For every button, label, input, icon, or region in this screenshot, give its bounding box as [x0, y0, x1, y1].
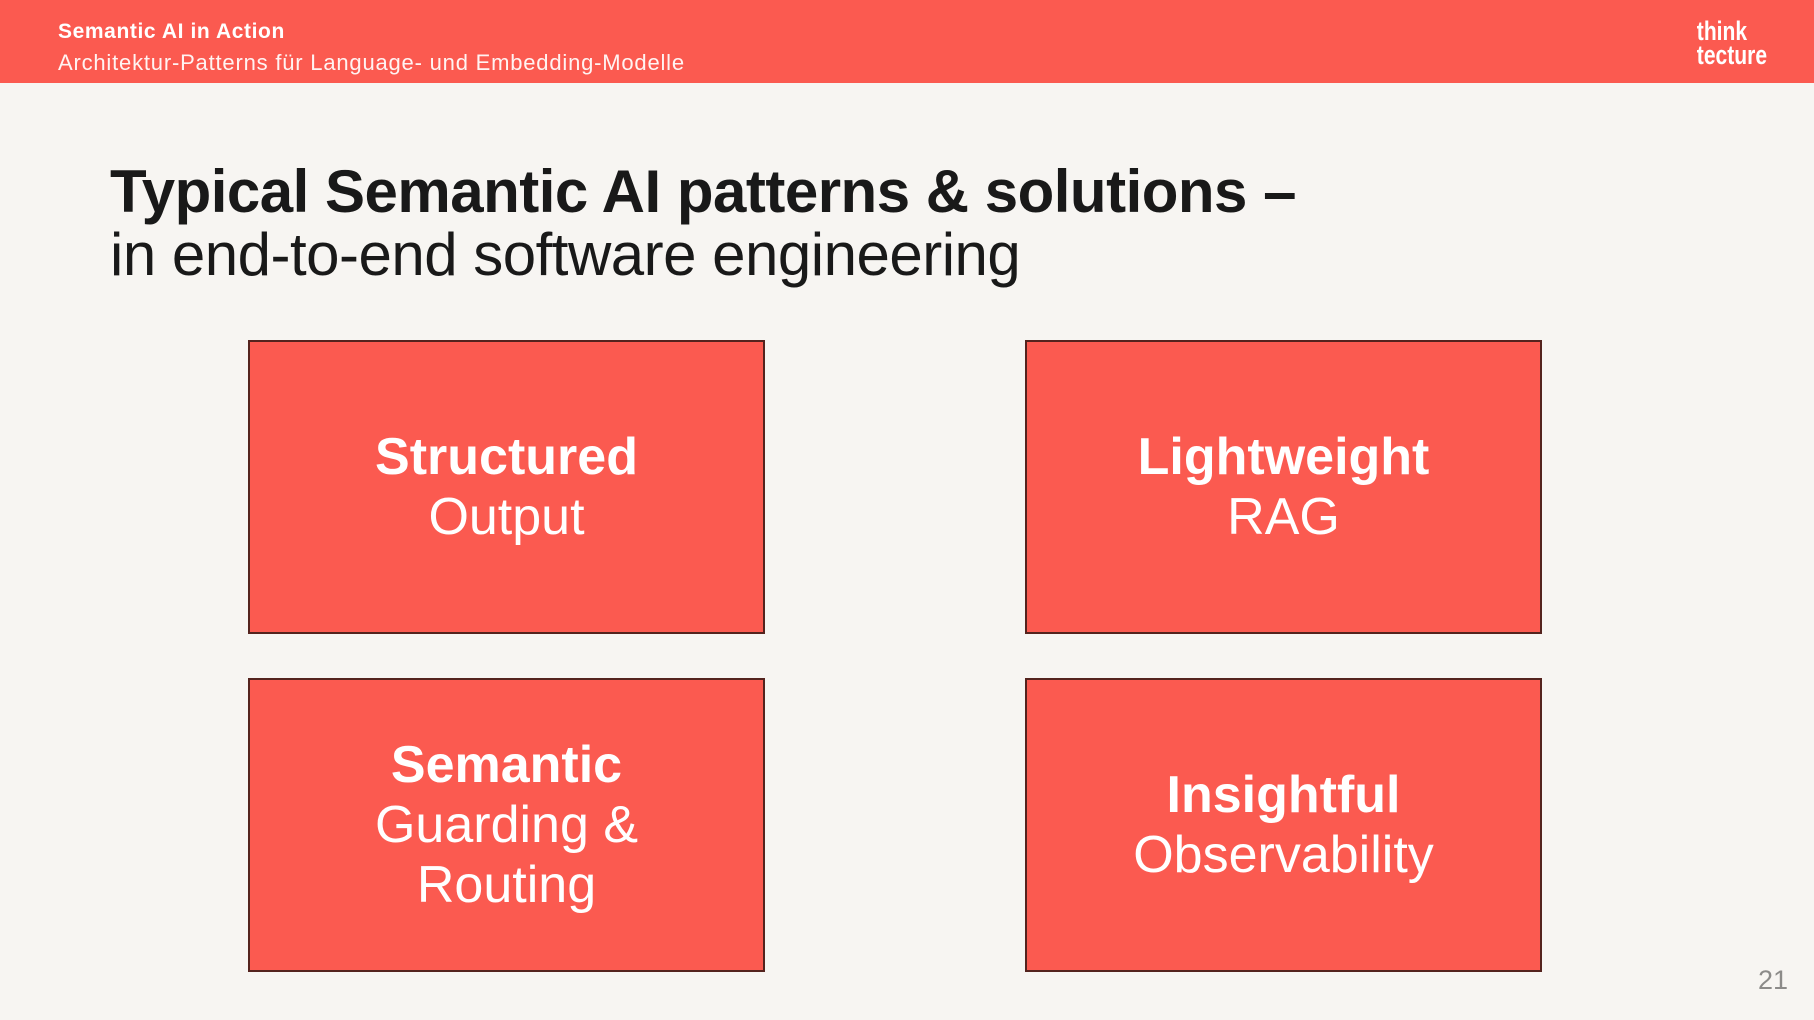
pattern-box-lightweight-rag: Lightweight RAG: [1025, 340, 1542, 634]
pattern-box-insightful-observability-subtitle: Observability: [1133, 826, 1434, 884]
pattern-box-semantic-guarding-routing-title: Semantic: [390, 736, 623, 794]
header-bar: Semantic AI in Action Architektur-Patter…: [0, 0, 1814, 83]
pattern-box-semantic-guarding-routing-subtitle-2: Routing: [416, 856, 597, 914]
slide-title-line-2: in end-to-end software engineering: [110, 221, 1021, 288]
logo-line-tecture: tecture: [1696, 40, 1767, 70]
pattern-box-structured-output-subtitle: Output: [428, 488, 585, 546]
slide-title-line-1: Typical Semantic AI patterns & solutions…: [110, 158, 1296, 225]
slide-title: Typical Semantic AI patterns & solutions…: [110, 160, 1296, 286]
pattern-box-structured-output: Structured Output: [248, 340, 765, 634]
thinktecture-logo: think tecture: [1696, 16, 1767, 70]
pattern-box-semantic-guarding-routing-subtitle-1: Guarding &: [374, 796, 639, 854]
deck-title: Semantic AI in Action: [58, 20, 285, 43]
pattern-box-semantic-guarding-routing: Semantic Guarding & Routing: [248, 678, 765, 972]
logo-line-think: think: [1696, 16, 1748, 46]
deck-subtitle: Architektur-Patterns für Language- und E…: [58, 50, 685, 75]
pattern-box-structured-output-title: Structured: [375, 428, 638, 486]
pattern-box-lightweight-rag-title: Lightweight: [1137, 428, 1430, 486]
pattern-box-lightweight-rag-subtitle: RAG: [1227, 488, 1340, 546]
pattern-box-insightful-observability: Insightful Observability: [1025, 678, 1542, 972]
pattern-box-insightful-observability-title: Insightful: [1166, 766, 1401, 824]
page-number: 21: [1757, 965, 1788, 995]
